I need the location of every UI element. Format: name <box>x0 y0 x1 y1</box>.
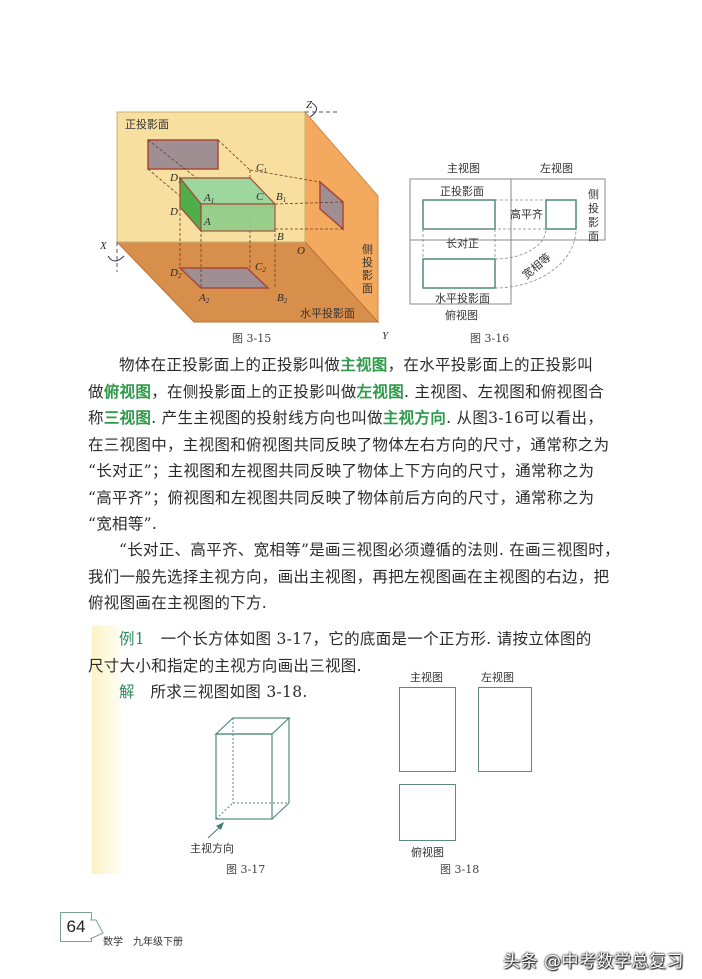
label-C1: C1 <box>256 162 267 175</box>
label-O: O <box>297 245 305 257</box>
label-B2: B2 <box>277 292 288 305</box>
text-line: 物体在正投影面上的正投影叫做主视图，在水平投影面上的正投影叫 <box>119 355 594 374</box>
cuboid-3d-figure <box>207 717 291 839</box>
text-line: 例1 一个长方体如图 3-17，它的底面是一个正方形. 请按立体图的 <box>119 630 592 648</box>
front-view-title: 主视图 <box>410 671 443 684</box>
figure-3-16: 主视图 左视图 正投影面 高平齐 长对正 宽相等 水平投影面 俯视图 侧投影面 <box>400 150 620 350</box>
top-view-title: 俯视图 <box>445 309 478 322</box>
svg-text:面: 面 <box>362 282 373 295</box>
top-view-box <box>399 784 456 841</box>
figure-3-18-caption: 图 3-18 <box>440 863 480 876</box>
front-plane-label: 正投影面 <box>125 117 169 131</box>
term-view-direction: 主视方向 <box>382 408 447 427</box>
axis-x-label: X <box>99 240 108 252</box>
watermark: 头条 @中考数学总复习 <box>503 952 684 972</box>
example-label: 例1 <box>119 630 145 648</box>
svg-text:投: 投 <box>362 255 373 269</box>
figure-3-15: D1 D A1 A C1 C B1 B O D2 C2 A2 B2 X Y Z … <box>95 95 395 345</box>
text-line: 做俯视图，在侧投影面上的正投影叫做左视图. 主视图、左视图和俯视图合 <box>88 381 605 401</box>
side-plane-label-1: 侧 <box>362 243 373 256</box>
figure-3-15-caption: 图 3-15 <box>232 332 272 345</box>
horizontal-plane-label: 水平投影面 <box>300 306 355 320</box>
svg-text:影: 影 <box>362 269 373 282</box>
projection-3d-diagram: D1 D A1 A C1 C B1 B O D2 C2 A2 B2 X Y Z … <box>99 99 390 342</box>
paragraph-definitions: 物体在正投影面上的正投影叫做主视图，在水平投影面上的正投影叫 做俯视图，在侧投影… <box>88 352 648 538</box>
front-plane-label: 正投影面 <box>440 185 484 198</box>
solution-label: 解 <box>119 683 135 701</box>
rule-height-label: 高平齐 <box>510 208 543 221</box>
term-top-view: 俯视图 <box>103 381 152 401</box>
label-C2: C2 <box>255 261 266 274</box>
text-line: 称三视图. 产生主视图的投射线方向也叫做主视方向. 从图3-16可以看出， <box>88 408 604 427</box>
front-view-title: 主视图 <box>447 162 480 175</box>
horizontal-plane-label: 水平投影面 <box>435 292 490 305</box>
page-number: 64 <box>60 912 92 942</box>
term-left-view: 左视图 <box>356 381 405 401</box>
axis-z-label: Z <box>306 99 313 111</box>
text-line: “长对正”；主视图和左视图共同反映了物体上下方向的尺寸，通常称之为 <box>88 462 595 480</box>
arrow-icon <box>216 822 224 830</box>
top-view-title: 俯视图 <box>411 846 444 859</box>
side-plane-label: 侧投影面 <box>588 188 599 243</box>
text-line: “宽相等”. <box>88 515 158 533</box>
example-1: 例1 一个长方体如图 3-17，它的底面是一个正方形. 请按立体图的 尺寸大小和… <box>88 626 648 706</box>
text-line: 解 所求三视图如图 3-18. <box>119 683 308 701</box>
paragraph-rules: “长对正、高平齐、宽相等”是画三视图必须遵循的法则. 在画三视图时， 我们一般先… <box>88 537 648 617</box>
example-highlight-bar <box>92 626 124 874</box>
left-view-box <box>478 687 532 772</box>
text-line: “长对正、高平齐、宽相等”是画三视图必须遵循的法则. 在画三视图时， <box>119 541 620 559</box>
figure-3-16-caption: 图 3-16 <box>470 332 510 345</box>
label-D: D <box>169 206 178 218</box>
label-A2: A2 <box>198 292 210 305</box>
text-line: 我们一般先选择主视方向，画出主视图，再把左视图画在主视图的右边，把 <box>88 567 610 586</box>
axis-y-label: Y <box>382 330 390 342</box>
rule-length-label: 长对正 <box>446 237 479 250</box>
page-tab-icon <box>90 919 104 940</box>
front-view-box <box>399 687 456 772</box>
term-front-view: 主视图 <box>340 355 388 374</box>
term-three-views: 三视图 <box>103 408 152 427</box>
text-line: 俯视图画在主视图的下方. <box>88 594 268 612</box>
book-title: 数学 九年级下册 <box>103 937 183 948</box>
label-C: C <box>256 191 264 203</box>
three-view-layout-diagram <box>409 178 606 305</box>
label-A1: A1 <box>203 192 214 205</box>
text-line: 在三视图中，主视图和俯视图共同反映了物体左右方向的尺寸，通常称之为 <box>88 435 610 454</box>
left-view-title: 左视图 <box>481 671 514 684</box>
text-line: “高平齐”；俯视图和左视图共同反映了物体前后方向的尺寸，通常称之为 <box>88 488 595 507</box>
label-A: A <box>203 216 211 228</box>
text-line: 尺寸大小和指定的主视方向画出三视图. <box>88 656 362 675</box>
view-direction-label: 主视方向 <box>190 842 234 855</box>
figure-3-17-caption: 图 3-17 <box>226 863 266 876</box>
label-B1: B1 <box>276 191 286 204</box>
label-B: B <box>277 231 284 243</box>
left-view-title: 左视图 <box>540 162 573 175</box>
